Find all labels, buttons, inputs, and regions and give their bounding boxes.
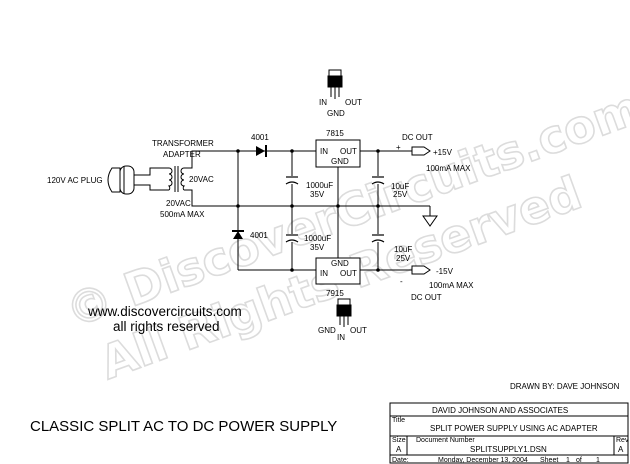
main-title: CLASSIC SPLIT AC TO DC POWER SUPPLY xyxy=(30,418,337,435)
to220-bottom-icon xyxy=(336,298,352,327)
output-connector-icons xyxy=(411,146,431,275)
reg-top-gnd: GND xyxy=(331,157,349,166)
reg-top-name: 7815 xyxy=(326,129,344,138)
diode-bottom-label: 4001 xyxy=(250,231,268,240)
plus-sign: + xyxy=(396,143,401,152)
watermark: © DiscoverCircuits.com All Rights Reserv… xyxy=(58,79,630,390)
tb-of: 1 xyxy=(596,457,600,464)
pkg-top-gnd: GND xyxy=(327,109,345,118)
cap1-voltage: 35V xyxy=(310,190,325,199)
vac-rating-label: 500mA MAX xyxy=(160,210,205,219)
tb-sheet-label: Sheet xyxy=(540,457,558,464)
pkg-top-in: IN xyxy=(319,98,327,107)
adapter-label: ADAPTER xyxy=(163,150,201,159)
diode-bottom-icon xyxy=(232,230,244,239)
cap4-voltage: 25V xyxy=(396,254,411,263)
reg-bot-gnd: GND xyxy=(331,259,349,268)
reg-bot-name: 7915 xyxy=(326,289,344,298)
tb-title-label: Title xyxy=(392,417,405,424)
wires xyxy=(134,150,431,271)
tb-date-label: Date: xyxy=(392,457,409,464)
pkg-bot-in: IN xyxy=(337,333,345,342)
plug-label: 120V AC PLUG xyxy=(47,176,103,185)
out-pos-current: 100mA MAX xyxy=(426,164,471,173)
diode-top-label: 4001 xyxy=(251,133,269,142)
transformer-icon xyxy=(167,166,186,192)
minus-sign: - xyxy=(400,277,403,286)
cap4-value: 10uF xyxy=(394,245,412,254)
tb-doc: SPLITSUPPLY1.DSN xyxy=(470,445,547,454)
tb-size: A xyxy=(396,445,402,454)
cap3-voltage: 25V xyxy=(393,190,408,199)
tb-rev: A xyxy=(618,445,624,454)
regulator-7815-box xyxy=(315,139,361,168)
reg-top-in: IN xyxy=(320,147,328,156)
tb-rev-label: Rev xyxy=(616,437,629,444)
vac-right-label: 20VAC xyxy=(189,175,214,184)
cap3-value: 10uF xyxy=(391,182,409,191)
ac-plug-icon xyxy=(107,165,135,195)
reg-top-out: OUT xyxy=(340,147,357,156)
cap2-value: 1000uF xyxy=(304,234,331,243)
vac-left-label: 20VAC xyxy=(166,199,191,208)
pkg-bot-gnd: GND xyxy=(318,326,336,335)
title-block xyxy=(389,402,629,464)
cap1-value: 1000uF xyxy=(306,181,333,190)
ground-icon xyxy=(422,215,438,227)
to220-top-icon xyxy=(327,69,343,99)
pkg-top-out: OUT xyxy=(345,98,362,107)
tb-company: DAVID JOHNSON AND ASSOCIATES xyxy=(432,406,568,415)
drawn-by: DRAWN BY: DAVE JOHNSON xyxy=(510,382,620,391)
transformer-label: TRANSFORMER xyxy=(152,139,214,148)
tb-sheet: 1 xyxy=(566,457,570,464)
tb-date: Monday, December 13, 2004 xyxy=(438,457,528,464)
junctions xyxy=(236,149,380,272)
dc-out-bottom-label: DC OUT xyxy=(411,293,442,302)
tb-size-label: Size xyxy=(392,437,406,444)
rights-text: all rights reserved xyxy=(113,319,220,334)
out-neg-current: 100mA MAX xyxy=(429,281,474,290)
tb-of-label: of xyxy=(576,457,582,464)
reg-bot-in: IN xyxy=(320,269,328,278)
regulator-7915-box xyxy=(315,257,361,285)
diode-top-icon xyxy=(256,145,267,157)
pkg-bot-out: OUT xyxy=(350,326,367,335)
capacitor-icons xyxy=(285,176,385,243)
out-pos-label: +15V xyxy=(433,148,453,157)
tb-doc-label: Document Number xyxy=(416,437,475,444)
tb-title: SPLIT POWER SUPPLY USING AC ADAPTER xyxy=(430,424,598,433)
website-text: www.discovercircuits.com xyxy=(87,304,242,319)
cap2-voltage: 35V xyxy=(310,243,325,252)
reg-bot-out: OUT xyxy=(340,269,357,278)
dc-out-top-label: DC OUT xyxy=(402,133,433,142)
out-neg-label: -15V xyxy=(436,267,454,276)
